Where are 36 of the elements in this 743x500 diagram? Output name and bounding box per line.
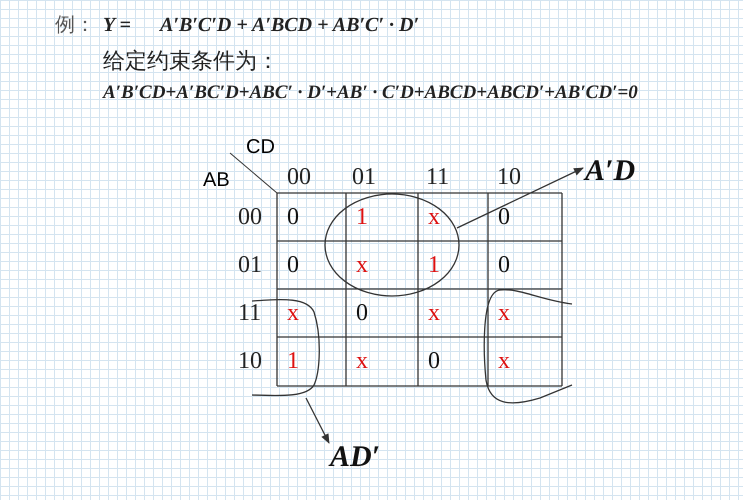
column-header: 00 xyxy=(287,165,311,189)
cell-value: 1 xyxy=(428,253,440,277)
formula: A′B′CD+A′BC′D+ABC′ · D′+AB′ · C′D+ABCD+ABCD′+AB′CD′=0 xyxy=(103,83,638,102)
row-header: 01 xyxy=(238,253,262,277)
cell-value: x xyxy=(287,301,299,325)
group-term-label: AD′ xyxy=(330,442,380,472)
cell-value: x xyxy=(428,205,440,229)
axis-label: AB xyxy=(203,170,230,190)
column-header: 01 xyxy=(352,165,376,189)
cell-value: 0 xyxy=(287,253,299,277)
group-ellipse xyxy=(324,193,460,297)
cell-value: 0 xyxy=(287,205,299,229)
column-header: 10 xyxy=(497,165,521,189)
group-term-label: A′D xyxy=(585,156,636,186)
row-header: 11 xyxy=(238,301,262,325)
cell-value: 0 xyxy=(498,205,510,229)
cell-value: 0 xyxy=(356,301,368,325)
cell-value: x xyxy=(428,301,440,325)
cell-value: 1 xyxy=(356,205,368,229)
formula: A′B′C′D + A′BCD + AB′C′ · D′ xyxy=(160,15,420,35)
leader-arrow xyxy=(456,167,584,229)
cell-value: 1 xyxy=(287,349,299,373)
cell-value: x xyxy=(498,301,510,325)
formula: Y = xyxy=(103,15,131,35)
cjk-text: 例： xyxy=(55,15,95,35)
row-header: 10 xyxy=(238,349,262,373)
cell-value: 0 xyxy=(498,253,510,277)
cell-value: x xyxy=(356,253,368,277)
axis-label: CD xyxy=(246,137,275,157)
cell-value: x xyxy=(356,349,368,373)
cell-value: x xyxy=(498,349,510,373)
cjk-text: 给定约束条件为： xyxy=(103,50,279,72)
column-header: 11 xyxy=(426,165,450,189)
cell-value: 0 xyxy=(428,349,440,373)
row-header: 00 xyxy=(238,205,262,229)
leader-arrow xyxy=(305,398,330,444)
